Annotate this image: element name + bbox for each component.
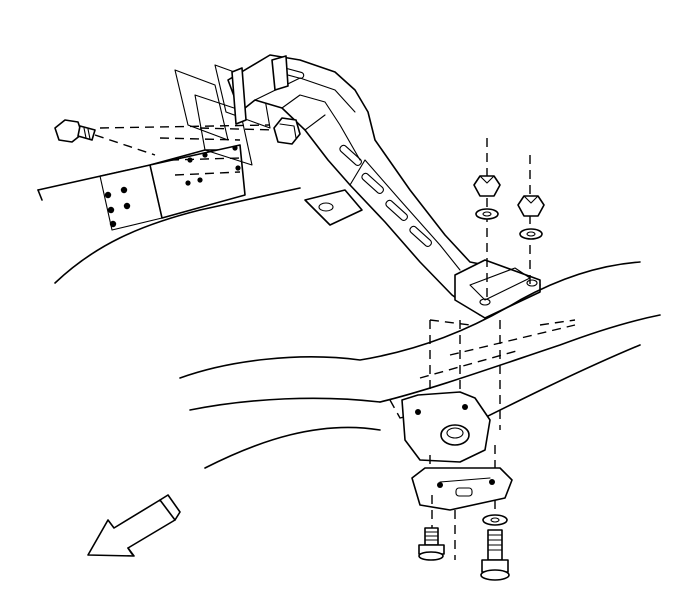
left-frame-rail: [37, 144, 301, 284]
frame-hole: [123, 202, 131, 210]
slot: [361, 172, 384, 194]
bolt-icon: [54, 119, 96, 143]
frame-bracket-plate: [149, 144, 246, 219]
frame-hole: [120, 186, 128, 194]
frame-hole: [104, 191, 112, 199]
slot: [385, 199, 408, 221]
washer-icon: [482, 514, 508, 526]
nut-and-washer-stack: [473, 138, 545, 300]
slot: [409, 225, 432, 247]
mount-pad: [454, 259, 541, 319]
slot: [339, 144, 362, 166]
lower-retainer-plate: [411, 445, 513, 511]
bolt-icon: [418, 527, 445, 561]
nut-icon: [273, 117, 301, 145]
frame-hole: [107, 206, 115, 214]
frame-mount-bracket: [401, 391, 491, 463]
washer-icon: [519, 228, 543, 240]
nut-icon: [473, 175, 501, 197]
shim-plate: [194, 94, 253, 166]
nut-icon: [517, 195, 545, 217]
lower-bolts: [418, 495, 510, 581]
alignment-lines: [94, 124, 276, 176]
transmission-crossmember: [227, 54, 541, 319]
bolt-icon: [480, 529, 510, 581]
frame-hole: [109, 220, 117, 228]
washer-icon: [475, 208, 499, 220]
front-arrow-icon: [87, 494, 181, 557]
